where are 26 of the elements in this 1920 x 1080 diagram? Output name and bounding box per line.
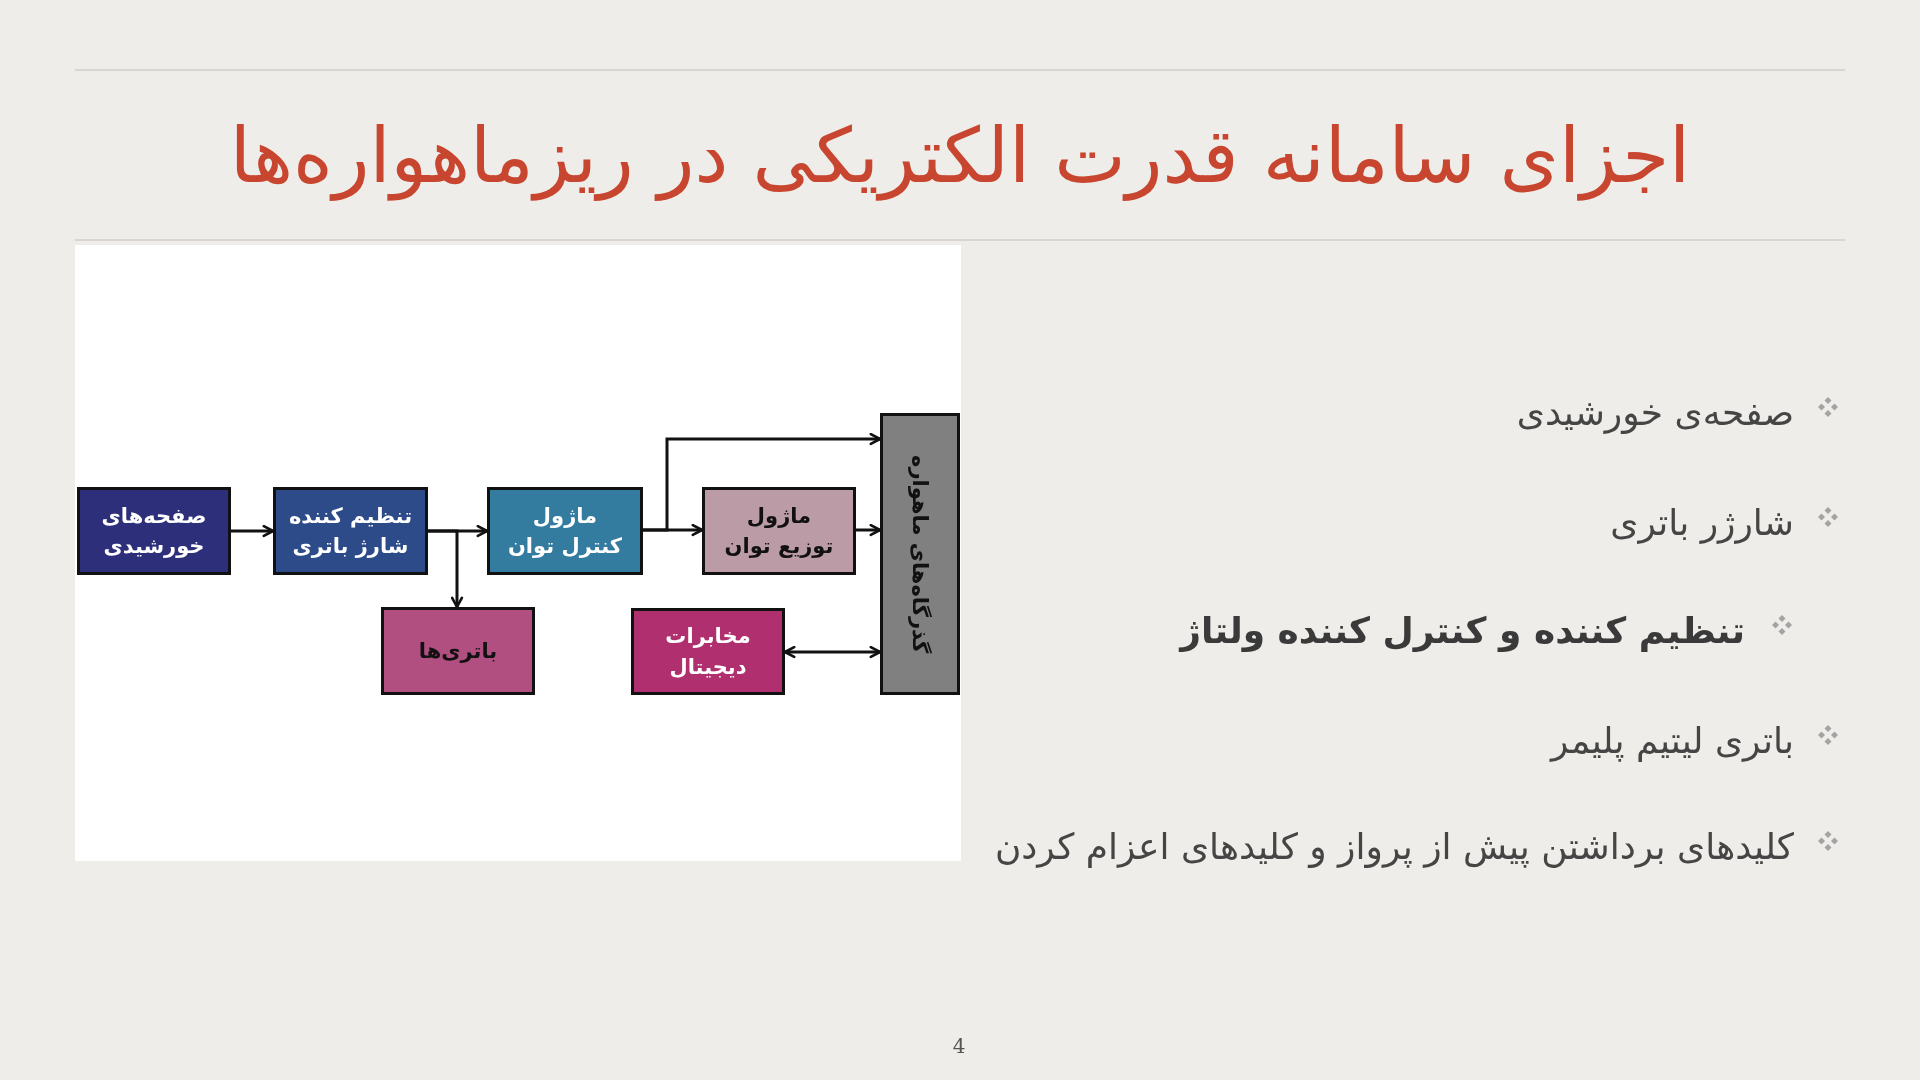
process-box [631,608,785,695]
node-label: صفحه‌های خورشیدی [100,502,208,560]
page-number: 4 [952,1034,966,1058]
arrow [643,432,882,532]
process-box [702,487,856,575]
slide-title: اجزای سامانه قدرت الکتریکی در ریزماهواره‌ها [229,110,1691,200]
arrow [783,645,882,659]
node-label: باتری‌ها [418,637,498,665]
bullet-text: صفحه‌ی خورشیدی [1516,390,1794,436]
bullet-text: باتری لیتیم پلیمر [1551,718,1794,764]
bus-bar-box [880,413,960,695]
bullet-text: شارژر باتری [1610,500,1794,546]
node-label: تنظیم کننده شارژ باتری [287,502,414,560]
node-label: ماژول توزیع توان [723,502,835,560]
process-box [487,487,643,575]
process-box [381,607,535,695]
arrow [231,524,275,538]
process-box [273,487,428,575]
bullet-text: تنظیم کننده و کنترل کننده ولتاژ [1180,608,1745,654]
process-box [77,487,231,575]
arrow [856,523,882,537]
node-label: مخابرات دیجیتال [664,623,752,681]
node-label: گذرگاه‌های ماهواره [907,454,934,654]
arrow [428,529,464,609]
node-label: ماژول کنترل توان [506,502,624,560]
bullet-text: کلیدهای برداشتن پیش از پرواز و کلیدهای اعزام کردن [994,824,1794,870]
